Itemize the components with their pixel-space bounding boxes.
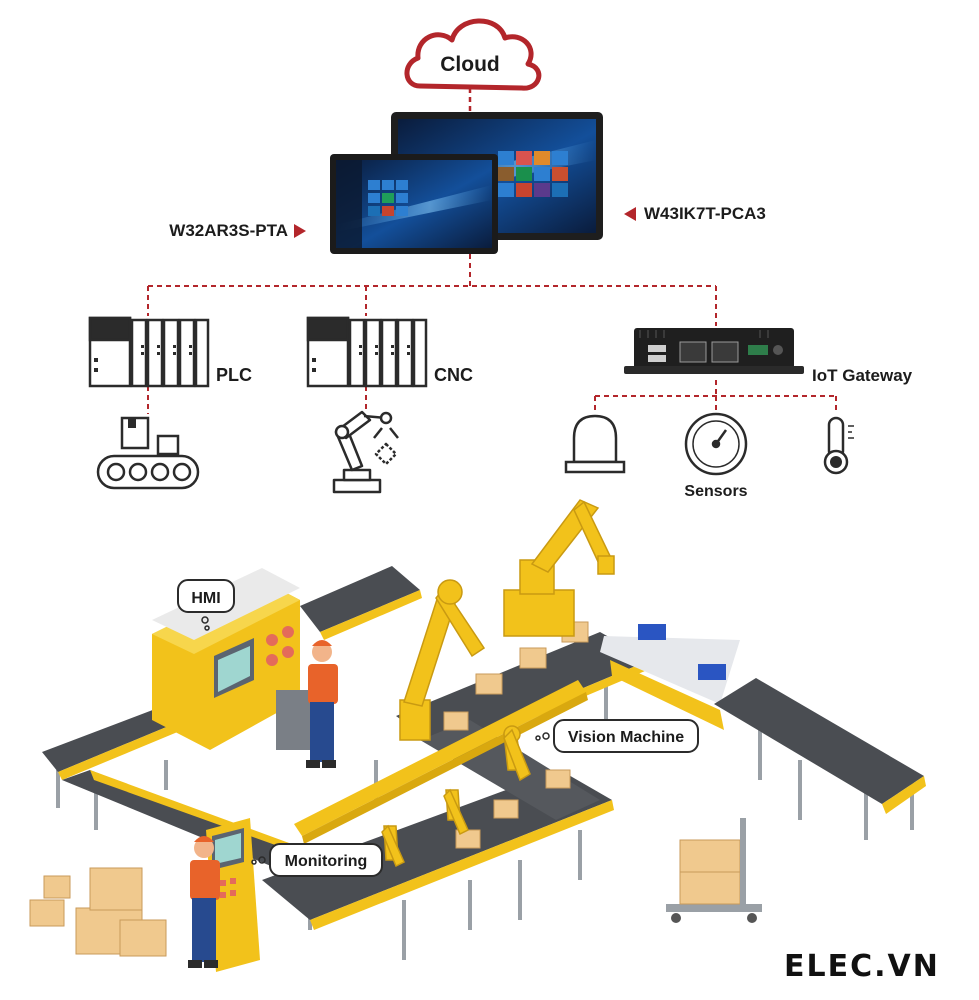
monitoring-callout xyxy=(251,843,383,877)
conveyor-icon xyxy=(96,416,200,490)
sensors-label: Sensors xyxy=(684,483,747,500)
panel-large-label: W43IK7T-PCA3 xyxy=(644,204,766,223)
monitoring-label: Monitoring xyxy=(285,853,368,870)
robot-arm-small xyxy=(381,725,531,868)
iot-gateway-icon xyxy=(624,328,804,374)
robot-arm-large xyxy=(399,499,615,741)
vision-machine-callout xyxy=(535,719,699,753)
arrow-right-icon xyxy=(294,224,306,238)
factory-floor xyxy=(29,499,926,972)
panel-small-label: W32AR3S-PTA xyxy=(169,221,288,240)
network-links xyxy=(147,254,837,414)
cnc-icon xyxy=(306,316,428,388)
robot-arm-icon xyxy=(332,410,399,494)
worker-monitoring xyxy=(188,836,220,968)
alarm-light-icon xyxy=(564,414,626,474)
monitoring-station xyxy=(206,818,260,972)
plc-label: PLC xyxy=(216,365,252,385)
cloud-icon xyxy=(404,18,542,91)
hmi-label: HMI xyxy=(191,590,220,607)
cnc-label: CNC xyxy=(434,365,473,385)
hmi-callout xyxy=(177,579,235,631)
pressure-gauge-icon xyxy=(684,412,748,476)
arrow-left-icon xyxy=(624,207,636,221)
box-cart xyxy=(666,818,762,923)
vision-machine-label: Vision Machine xyxy=(568,729,684,746)
thermometer-icon xyxy=(823,416,854,475)
box-pile-left xyxy=(29,867,167,957)
worker-hmi xyxy=(306,640,338,768)
watermark-logo: ELEC.VN xyxy=(784,949,940,984)
plc-icon xyxy=(88,316,210,388)
cloud-label: Cloud xyxy=(440,53,499,76)
panel-pc-small xyxy=(330,154,498,254)
iot-gateway-label: IoT Gateway xyxy=(812,366,913,385)
